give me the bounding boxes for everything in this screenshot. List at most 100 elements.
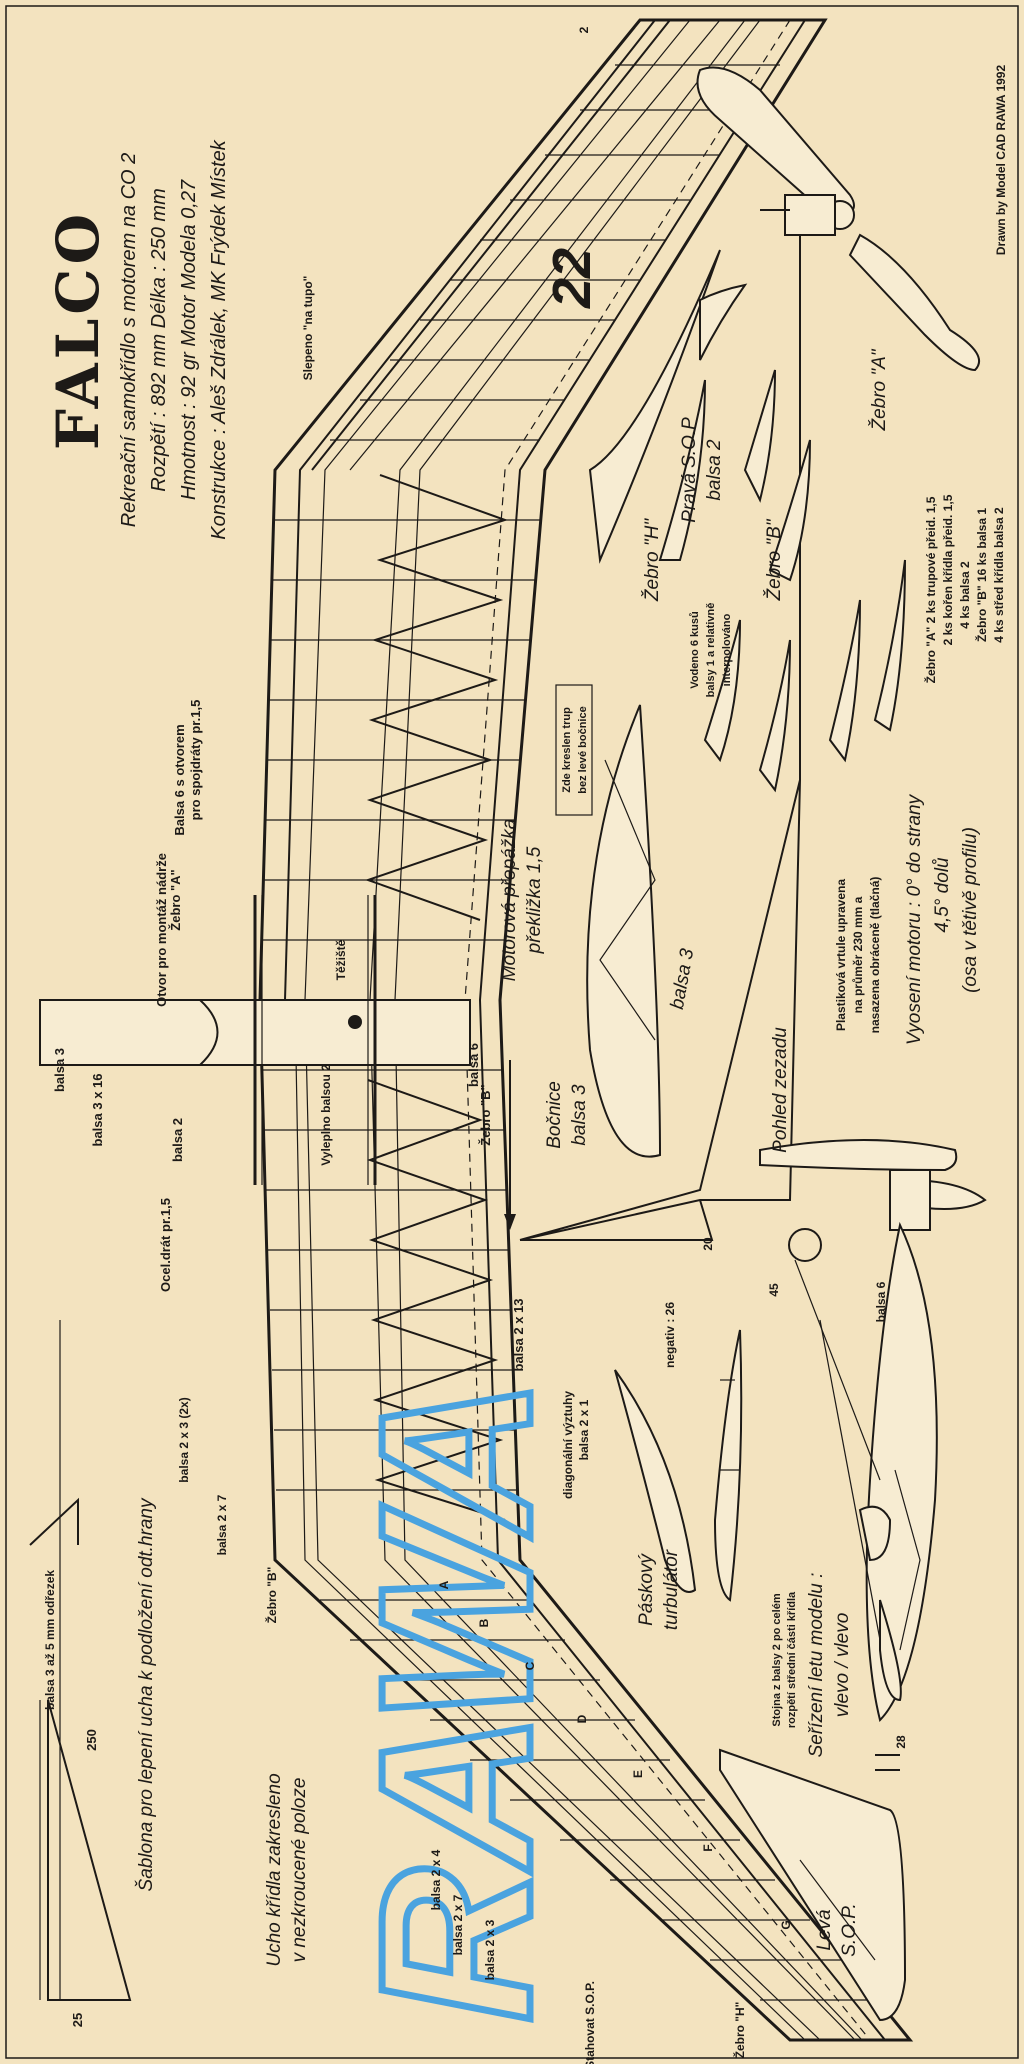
rib-letter: F [701,1844,715,1851]
title-falco: FALCO [44,210,112,450]
label-stojna-2: rozpětí střední části křídla [786,1591,798,1728]
thrust-1: Vyosení motoru : 0° do strany [904,793,925,1045]
label-sop-groove: 2 Stahovat S.O.P. [583,1981,597,2064]
label-balsa2: balsa 2 [170,1118,185,1162]
label-stojna: Stojna z balsy 2 po celém [771,1593,783,1726]
label-balsa2x13: balsa 2 x 13 [511,1299,526,1372]
label-filled-balsa: Vyleplno balsou 2 [319,1064,333,1166]
label-fin: Bočnice [544,1081,565,1149]
wing-planform [39,18,914,2042]
side-note-2: bez levé bočnice [577,706,589,793]
label-balsa2x1: balsa 2 x 1 [577,1399,591,1460]
subtitle: Rekreační samokřídlo s motorem na CO 2 [118,153,140,528]
dim-45: 45 [767,1283,781,1297]
label-ear: Ucho křídla zakresleno [264,1773,285,1966]
label-left-sop-2: S.O.P. [839,1903,860,1957]
label-balsa3to5: balsa 3 až 5 mm odřezek [43,1570,57,1710]
label-negativ: negativ : 26 [663,1302,677,1368]
rib-list-b1: Žebro "B" 16 ks balsa 1 [974,508,989,642]
label-fin-mid: balsa 3 [667,947,698,1011]
motor-propeller-top [696,66,981,780]
label-rib-h-left: Žebro "H" [732,2002,747,2059]
template-strip [29,1320,132,2001]
dim-2: 2 [577,26,591,33]
label-cg: Těžiště [334,939,348,980]
prop-note-1: Plastiková vrtule upravena [834,879,848,1031]
label-balsa6-holes: Balsa 6 s otvorem [172,724,187,835]
left-sop [719,1748,907,2022]
spec-line-1: Rozpětí : 892 mm Délka : 250 mm [148,188,170,491]
rib-note-2: balsy 1 a relativně [705,603,717,698]
rib-list-a1: Žebro "A" 2 ks trupové přeid. 1,5 [923,496,938,683]
fin-outline [586,704,662,1158]
rib-letter: A [437,1580,451,1589]
rib-profiles [588,249,906,793]
label-right-sop: Pravá S.O.P [679,417,700,523]
rib-letter: D [575,1714,589,1723]
label-rib-b: Žebro "B" [763,518,785,601]
brand-watermark: RAWA [332,1374,580,2026]
label-turbulator: Páskový [636,1553,657,1626]
rib-letter: E [631,1770,645,1778]
label-balsa2x3-2x: balsa 2 x 3 (2x) [177,1397,191,1482]
label-turbulator-2: turbulátor [661,1549,682,1630]
thrust-3: (osa v tětivě profilu) [960,827,981,993]
rear-view [759,1139,987,1722]
label-balsa3x16: balsa 3 x 16 [90,1074,105,1147]
side-note-1: Zde kreslen trup [561,707,573,793]
page-border [5,5,1019,2059]
prop-note-3: nasazena obráceně (tlačná) [868,877,882,1034]
rib-note-1: Vodeno 6 kusů [689,611,701,688]
dim-28: 28 [894,1735,908,1749]
label-rear-view: Pohled zezadu [770,1027,791,1153]
label-template: Šablona pro lepení ucha k podložení odt.… [135,1497,157,1891]
label-steel-wire: Ocel.drát pr.1,5 [158,1198,173,1292]
spec-line-2: Hmotnost : 92 gr Motor Modela 0,27 [178,179,200,500]
label-balsa2x7-top: balsa 2 x 7 [215,1494,229,1555]
rib-list-a2: 2 ks kořen křídla přeid. 1,5 [941,494,955,645]
label-rib-a: Žebro "A" [868,348,890,431]
rib-note-3: interpolováno [721,613,733,686]
label-balsa2x3: balsa 2 x 3 [483,1919,497,1980]
dim-20: 20 [701,1237,715,1251]
label-rib-b-left: Žebro "B" [264,1567,279,1624]
label-ear-2: v nezkroucené poloze [289,1778,310,1963]
label-diag-brace: diagonální výztuhy [561,1391,575,1499]
prop-note-2: na průměr 230 mm a [851,896,865,1013]
thrust-2: 4,5° dolů [932,857,953,933]
label-motor-bulkhead: Motorová přepážka [499,819,520,982]
dim-250: 250 [84,1729,99,1751]
label-tank-hole: Otvor pro montáž nádrže [154,853,169,1007]
label-rib-h: Žebro "H" [641,518,663,602]
side-note-box [555,684,593,816]
label-balsa2x4: balsa 2 x 4 [429,1849,443,1910]
rib-letter: B [477,1618,491,1627]
label-rib-b-mid: Žebro "B" [478,1084,493,1145]
fuselage-side-view [519,704,801,1241]
label-balsa2x7: balsa 2 x 7 [451,1894,465,1955]
label-balsa6-rear: balsa 6 [874,1281,888,1322]
rib-list-a3: 4 ks balsa 2 [958,561,972,629]
dim-25: 25 [70,2013,85,2027]
label-glued: Slepeno "na tupo" [301,276,315,381]
label-balsa3: balsa 3 [52,1048,67,1092]
label-flight-setup: Seřízení letu modelu : [806,1573,827,1758]
svg-text:RAWA: RAWA [335,1378,576,2023]
label-wire-pins: pro spojdráty pr.1,5 [188,700,203,821]
rib-letter: C [523,1661,537,1670]
turbulator-profiles [614,1329,743,1602]
credit: Drawn by Model CAD RAWA 1992 [994,65,1008,256]
label-right-sop-balsa: balsa 2 [704,439,725,501]
label-rib-a-top: Žebro "A" [168,869,183,930]
race-number: 22 [542,248,602,309]
label-balsa6-mid: balsa 6 [466,1043,481,1087]
rib-letters: A B C D E F G [437,1580,793,1929]
spec-line-3: Konstrukce : Aleš Zdrálek, MK Frýdek Mís… [208,139,230,539]
rib-letter: G [779,1920,793,1929]
rib-list-b2: 4 ks střed křídla balsa 2 [992,507,1006,643]
label-plywood: překližka 1,5 [524,846,545,954]
label-fin-balsa: balsa 3 [569,1084,590,1146]
label-left-sop: Levá [814,1909,835,1950]
